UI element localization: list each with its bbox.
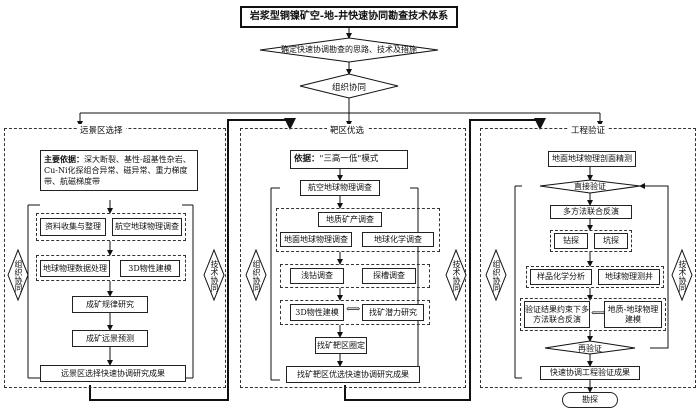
right-box-tunnel: 坑探: [594, 233, 628, 249]
right-diamond-direct-label: 直接验证: [574, 182, 606, 191]
middle-box-aero-geophysics: 航空地球物理调查: [300, 180, 380, 196]
diagram-title: 岩浆型铜镍矿空-地-井快速协同勘查技术体系: [240, 6, 458, 28]
org-diamond-label: 组织协同: [331, 83, 366, 93]
middle-group-1: [276, 208, 440, 252]
left-group-2: [36, 255, 186, 281]
right-side-org: 组织协同: [492, 260, 501, 292]
middle-group-2: [280, 264, 430, 288]
middle-side-tech: 技术协同: [452, 260, 461, 292]
middle-basis: 依据："三高一低"模式: [290, 150, 408, 170]
middle-panel-title: 靶区优选: [327, 124, 368, 136]
left-box-aero-geophysics: 航空地球物理调查: [112, 218, 182, 236]
left-box-prospect-prediction: 成矿远景预测: [72, 330, 148, 347]
right-double-arrow-icon: ⟺: [591, 308, 606, 319]
middle-box-target-delineation: 找矿靶区圈定: [315, 337, 367, 354]
left-basis: 主要依据：深大断裂、基性-超基性杂岩、Cu-Ni化探组合异常、磁异常、重力梯度带…: [40, 150, 198, 192]
left-side-org: 组织协同: [14, 260, 23, 292]
right-box-profile-survey: 地面地球物理剖面精测: [548, 151, 636, 167]
middle-group-3: [280, 300, 430, 325]
left-group-1: [36, 213, 186, 241]
right-box-drilling: 钻探: [554, 233, 588, 249]
middle-box-shallow-drilling: 浅钻调查: [290, 268, 344, 284]
right-box-joint-inversion: 多方法联合反演: [550, 205, 632, 219]
right-group-1: [550, 230, 632, 252]
right-group-2: [526, 266, 664, 288]
middle-basis-text: "三高一低"模式: [319, 154, 379, 164]
middle-box-geochemistry: 地球化学调查: [362, 232, 434, 247]
middle-box-potential-research: 找矿潜力研究: [362, 304, 424, 321]
right-panel-title: 工程验证: [568, 124, 609, 136]
right-box-chemical-analysis: 样品化学分析: [530, 269, 592, 285]
left-panel-title: 远景区选择: [77, 124, 126, 136]
middle-box-ground-geophysics: 地面地球物理调查: [280, 232, 352, 247]
right-box-constrained-inversion: 验证结果约束下多方法联合反演: [524, 301, 590, 328]
left-box-geophysics-processing: 地球物理数据处理: [40, 260, 110, 277]
right-box-well-logging: 地球物理测井: [598, 269, 660, 285]
middle-box-geology-survey: 地质矿产调查: [318, 212, 382, 227]
middle-basis-label: 依据：: [294, 154, 320, 164]
right-side-tech: 技术协同: [678, 260, 687, 292]
right-diamond-reverify-label: 再验证: [578, 344, 602, 353]
right-group-3: [520, 298, 666, 331]
left-basis-label: 主要依据：: [44, 154, 84, 164]
middle-side-org: 组织协同: [252, 260, 261, 292]
left-box-3d-modeling: 3D物性建模: [120, 260, 180, 277]
right-box-geo-modeling: 地质-地球物理建模: [604, 301, 662, 328]
left-box-result: 远景区选择快速协调研究成果: [40, 365, 186, 382]
left-basis-text: 深大断裂、基性-超基性杂岩、Cu-Ni化探组合异常、磁异常、重力梯度带、航磁梯度…: [44, 155, 191, 186]
middle-box-3d-modeling: 3D物性建模: [290, 304, 344, 321]
left-box-metallogenic-research: 成矿规律研究: [72, 296, 148, 313]
double-arrow-icon: ⟺: [346, 304, 361, 315]
middle-box-result: 找矿靶区优选快速协调研究成果: [286, 366, 420, 383]
middle-box-trench: 探槽调查: [362, 268, 416, 284]
right-box-result: 快速协调工程验证成果: [540, 366, 640, 380]
left-side-tech: 技术协同: [210, 260, 219, 292]
left-box-data-collection: 资料收集与整理: [40, 218, 106, 236]
approach-diamond-label: 确定快速协调勘查的思路、技术及措施: [281, 45, 417, 54]
right-box-exploration: 勘探: [562, 392, 618, 408]
